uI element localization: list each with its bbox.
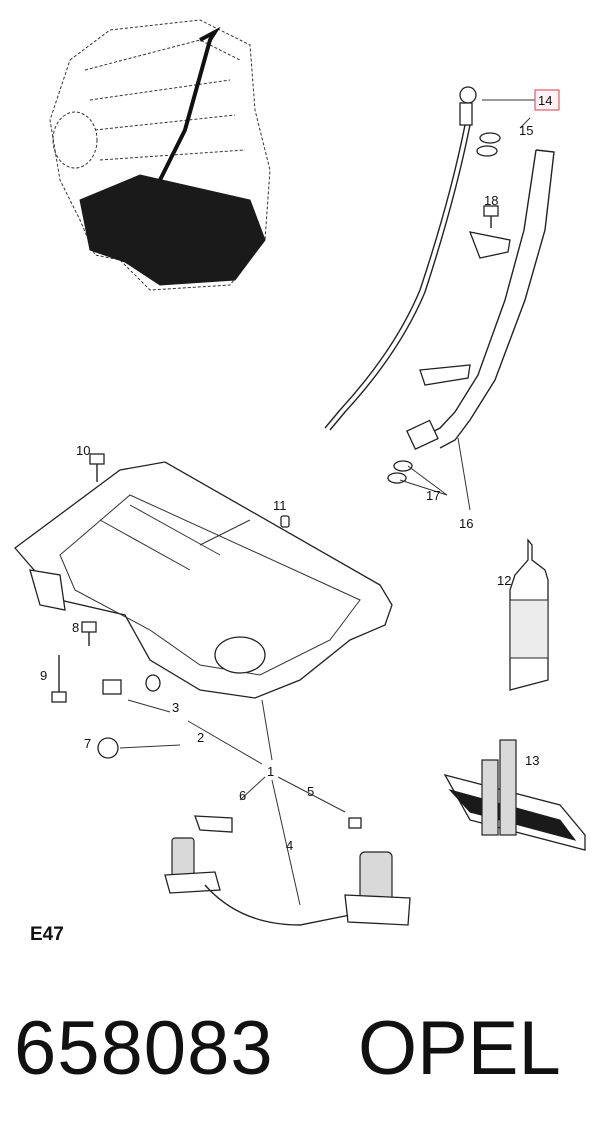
callout-10[interactable]: 10 xyxy=(76,443,90,458)
seal-rings-15 xyxy=(476,132,501,157)
sealant-bottle-12 xyxy=(509,538,549,691)
callout-2[interactable]: 2 xyxy=(197,730,204,745)
engine-block-illustration xyxy=(49,19,271,291)
callout-18[interactable]: 18 xyxy=(484,193,498,208)
parts-diagram: 14 15 18 16 17 10 11 12 8 9 3 2 7 1 6 5 … xyxy=(14,19,586,945)
callout-3[interactable]: 3 xyxy=(172,700,179,715)
sealant-kit-13 xyxy=(443,739,586,851)
seal-rings-17 xyxy=(387,460,413,484)
callout-14[interactable]: 14 xyxy=(538,93,552,108)
oil-level-sensor-illustration xyxy=(164,815,411,926)
bolt-18 xyxy=(483,205,499,228)
part-number: 658083 xyxy=(14,1006,274,1091)
callout-16[interactable]: 16 xyxy=(459,516,473,531)
stud-9 xyxy=(51,655,67,703)
seal-7 xyxy=(97,737,119,759)
callout-6[interactable]: 6 xyxy=(239,788,246,803)
leader-lines xyxy=(119,99,535,906)
drain-plug-2 xyxy=(102,674,161,695)
plug-11 xyxy=(280,515,290,528)
oil-pan-illustration xyxy=(14,461,393,699)
callout-15[interactable]: 15 xyxy=(519,123,533,138)
bolt-8 xyxy=(81,621,97,646)
highlight-box xyxy=(534,89,560,111)
callout-11[interactable]: 11 xyxy=(273,498,287,513)
callout-1[interactable]: 1 xyxy=(267,764,274,779)
callout-13[interactable]: 13 xyxy=(525,753,539,768)
callout-4[interactable]: 4 xyxy=(286,838,293,853)
callout-9[interactable]: 9 xyxy=(40,668,47,683)
callout-17[interactable]: 17 xyxy=(426,488,440,503)
callout-5[interactable]: 5 xyxy=(307,784,314,799)
callout-7[interactable]: 7 xyxy=(84,736,91,751)
bolt-10 xyxy=(89,453,105,482)
brand-name: OPEL xyxy=(358,1006,561,1091)
section-code: E47 xyxy=(30,924,64,945)
dipstick-illustration xyxy=(324,86,477,431)
guide-tube-illustration xyxy=(406,149,555,450)
callout-12[interactable]: 12 xyxy=(497,573,511,588)
callout-8[interactable]: 8 xyxy=(72,620,79,635)
